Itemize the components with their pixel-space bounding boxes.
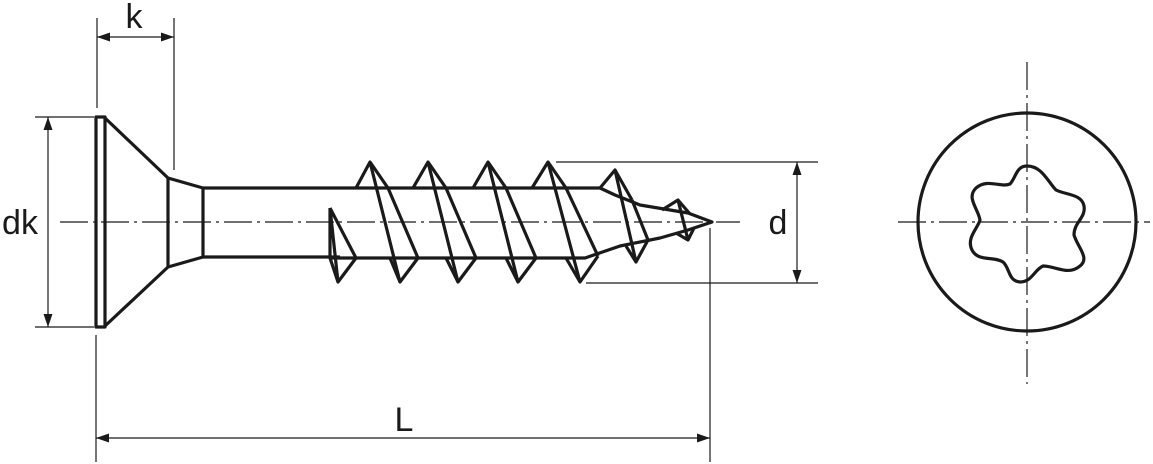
dimension-label-d: d bbox=[769, 204, 788, 242]
dimensions: k dk d L bbox=[2, 0, 818, 462]
side-view bbox=[60, 115, 740, 329]
dimension-label-k: k bbox=[126, 0, 144, 36]
top-view bbox=[898, 62, 1150, 384]
torx-recess-icon bbox=[968, 164, 1086, 284]
dimension-label-dk: dk bbox=[2, 204, 39, 242]
thread bbox=[328, 160, 714, 284]
dimension-label-L: L bbox=[395, 401, 414, 439]
